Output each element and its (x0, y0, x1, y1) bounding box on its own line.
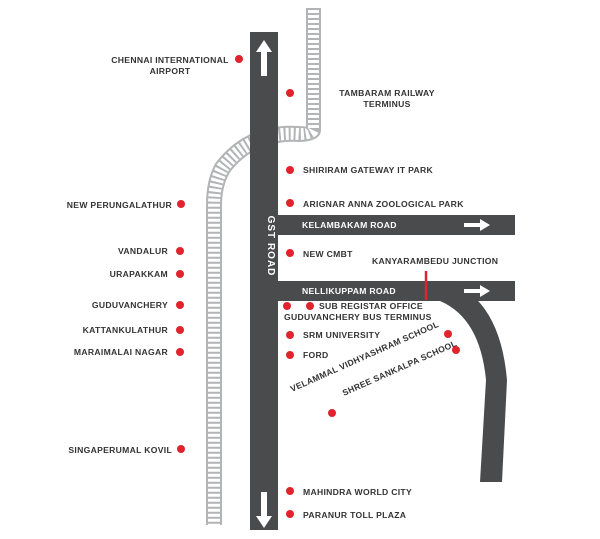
right-arrow-icon (464, 285, 490, 297)
place-marker (286, 249, 294, 257)
place-label-shiriram-gateway: SHIRIRAM GATEWAY IT PARK (303, 165, 434, 175)
up-arrow-icon (256, 40, 272, 76)
place-label-new-perungalathur: NEW PERUNGALATHUR (66, 200, 172, 210)
kelambakam-road-label: KELAMBAKAM ROAD (302, 220, 397, 230)
place-label-urapakkam: URAPAKKAM (109, 269, 168, 279)
place-label-singaperumal-kovil: SINGAPERUMAL KOVIL (68, 445, 172, 455)
place-label-mahindra-world-city: MAHINDRA WORLD CITY (303, 487, 412, 497)
place-marker (176, 326, 184, 334)
place-label-srm-university: SRM UNIVERSITY (303, 330, 381, 340)
school-marker (452, 346, 460, 354)
place-marker (176, 270, 184, 278)
place-marker (176, 247, 184, 255)
junction-label: KANYARAMBEDU JUNCTION (372, 256, 499, 266)
place-marker (283, 302, 291, 310)
place-marker (286, 199, 294, 207)
place-marker (286, 510, 294, 518)
nellikuppam-road-label: NELLIKUPPAM ROAD (302, 286, 396, 296)
place-label-maraimalai-nagar: MARAIMALAI NAGAR (73, 347, 168, 357)
down-arrow-icon (256, 492, 272, 528)
place-marker (286, 331, 294, 339)
place-marker (286, 166, 294, 174)
place-marker (286, 89, 294, 97)
place-marker (286, 487, 294, 495)
right-arrow-icon (464, 219, 490, 231)
place-label-sub-registar-office: SUB REGISTAR OFFICE (319, 301, 423, 311)
place-marker (286, 351, 294, 359)
roads (250, 32, 515, 530)
place-marker (176, 301, 184, 309)
place-marker (177, 445, 185, 453)
school-marker (444, 330, 452, 338)
place-label-ford: FORD (303, 350, 329, 360)
place-label-tambaram-terminus: TAMBARAM RAILWAY TERMINUS (339, 88, 435, 109)
place-marker (235, 55, 243, 63)
place-marker (306, 302, 314, 310)
place-marker (176, 348, 184, 356)
direction-arrows (256, 40, 490, 528)
place-label-airport: CHENNAI INTERNATIONAL AIRPORT (111, 55, 229, 76)
gst-road-label: GST ROAD (265, 216, 276, 277)
place-label-paranur-toll-plaza: PARANUR TOLL PLAZA (303, 510, 407, 520)
kelambakam-road (278, 215, 515, 235)
place-label-kattankulathur: KATTANKULATHUR (82, 325, 168, 335)
gst-road (250, 32, 278, 530)
shree-school-label: SHREE SANKALPA SCHOOL (341, 338, 459, 398)
place-marker (328, 409, 336, 417)
place-label-guduvanchery: GUDUVANCHERY (91, 300, 168, 310)
place-label-new-cmbt: NEW CMBT (303, 249, 353, 259)
place-label-guduvanchery-bus-terminus: GUDUVANCHERY BUS TERMINUS (284, 312, 432, 322)
curved-road (440, 281, 507, 482)
place-marker (177, 200, 185, 208)
place-label-vandalur: VANDALUR (118, 246, 168, 256)
place-label-zoological-park: ARIGNAR ANNA ZOOLOGICAL PARK (303, 199, 464, 209)
